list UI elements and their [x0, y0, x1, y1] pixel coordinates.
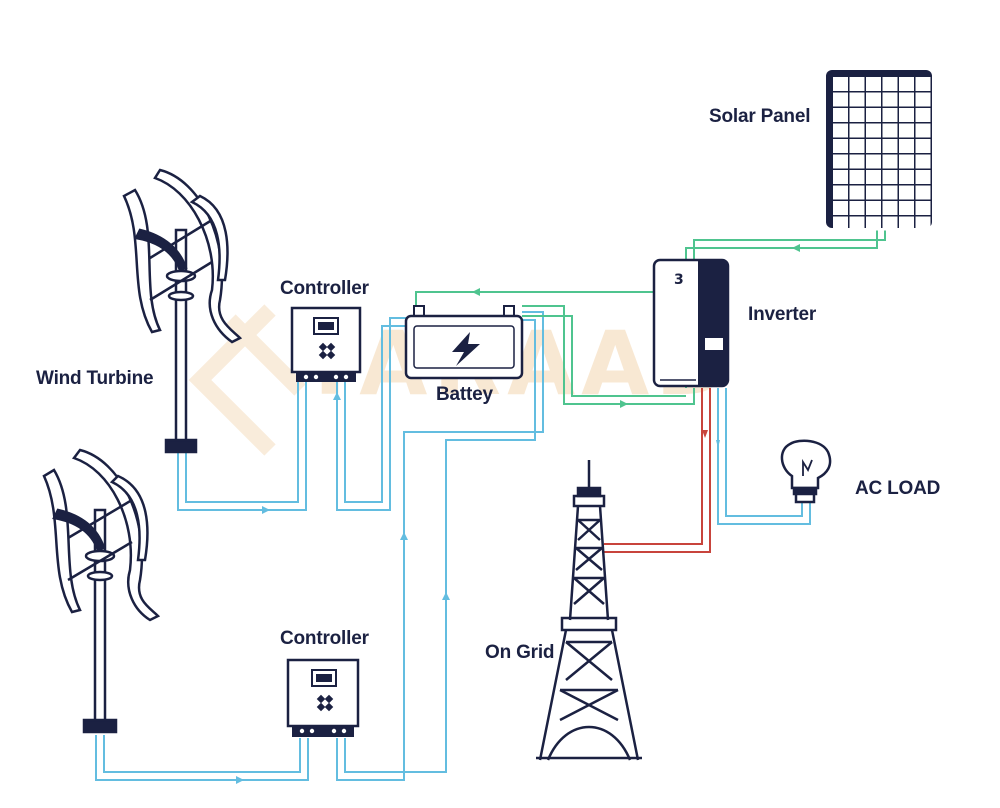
- controller-bottom-icon: [286, 658, 360, 737]
- solar-cell: [899, 139, 914, 153]
- solar-cell: [882, 123, 898, 138]
- solar-cell: [833, 92, 848, 107]
- wire-turbine1-to-controller1: [177, 382, 307, 511]
- controller-top-icon: [290, 306, 362, 382]
- solar-cell: [882, 185, 898, 200]
- solar-cell: [866, 201, 881, 215]
- solar-cell: [915, 201, 931, 215]
- solar-cell: [915, 77, 931, 91]
- label-wind-turbine: Wind Turbine: [36, 368, 154, 389]
- solar-cell: [849, 216, 865, 231]
- solar-cell: [899, 92, 914, 107]
- solar-cell: [882, 77, 898, 91]
- solar-cell: [833, 77, 848, 91]
- solar-cell: [833, 139, 848, 153]
- solar-cell: [882, 201, 898, 215]
- solar-cell: [915, 123, 931, 138]
- solar-cell: [833, 201, 848, 215]
- label-controller-top: Controller: [280, 278, 369, 299]
- wire-inverter-to-acload: [717, 388, 811, 525]
- solar-cell: [899, 154, 914, 169]
- solar-cell: [915, 108, 931, 122]
- solar-panel-icon: [826, 70, 932, 231]
- label-solar-panel: Solar Panel: [709, 106, 811, 127]
- solar-cell: [882, 108, 898, 122]
- wire-solar-to-inverter: [685, 230, 886, 262]
- watermark-logo: [188, 304, 306, 456]
- solar-cell: [866, 170, 881, 184]
- label-inverter: Inverter: [748, 304, 817, 325]
- wire-controller1-to-battery: [336, 317, 408, 511]
- solar-cell: [915, 154, 931, 169]
- label-controller-bottom: Controller: [280, 628, 369, 649]
- flow-arrows: [236, 392, 720, 784]
- solar-cell: [899, 108, 914, 122]
- label-battery: Battey: [436, 384, 493, 405]
- solar-cell: [915, 185, 931, 200]
- solar-cell: [833, 123, 848, 138]
- solar-cell: [915, 92, 931, 107]
- solar-cell: [849, 77, 865, 91]
- inverter-icon: 3: [652, 258, 730, 388]
- label-ac-load: AC LOAD: [855, 478, 941, 499]
- solar-cell: [849, 170, 865, 184]
- light-bulb-icon: [780, 439, 832, 504]
- solar-cell: [899, 201, 914, 215]
- solar-cell: [866, 154, 881, 169]
- solar-cell: [866, 77, 881, 91]
- flow-arrows-red: [702, 430, 708, 438]
- solar-cell: [833, 154, 848, 169]
- solar-cell: [866, 139, 881, 153]
- solar-cell: [833, 170, 848, 184]
- solar-cell: [849, 123, 865, 138]
- wind-turbine-bottom-icon: [42, 448, 161, 734]
- solar-cell: [915, 216, 931, 231]
- solar-cell: [849, 108, 865, 122]
- solar-cell: [833, 216, 848, 231]
- solar-cell: [849, 201, 865, 215]
- solar-cell: [899, 77, 914, 91]
- solar-cell: [866, 92, 881, 107]
- power-tower-icon: [536, 460, 642, 761]
- solar-cell: [899, 216, 914, 231]
- solar-cell: [849, 139, 865, 153]
- solar-cell: [899, 170, 914, 184]
- solar-cell: [833, 185, 848, 200]
- solar-cell: [882, 139, 898, 153]
- solar-cell: [849, 92, 865, 107]
- flow-arrows-green: [472, 244, 800, 408]
- solar-cell: [833, 108, 848, 122]
- label-on-grid: On Grid: [485, 642, 555, 663]
- solar-cell: [866, 185, 881, 200]
- solar-cell: [866, 123, 881, 138]
- wire-turbine2-to-controller2: [95, 735, 309, 781]
- solar-cell: [882, 170, 898, 184]
- solar-cell: [866, 108, 881, 122]
- solar-cell: [882, 154, 898, 169]
- solar-cell: [882, 92, 898, 107]
- svg-text:3: 3: [674, 272, 684, 288]
- wire-controller2-to-battery: [336, 311, 544, 781]
- solar-cell: [915, 170, 931, 184]
- solar-cell: [899, 123, 914, 138]
- wind-turbine-top-icon: [122, 168, 243, 454]
- battery-icon: [404, 305, 524, 380]
- solar-cell: [899, 185, 914, 200]
- solar-cell: [849, 185, 865, 200]
- solar-cell: [849, 154, 865, 169]
- wire-inverter-to-grid: [604, 388, 711, 553]
- solar-cell: [866, 216, 881, 231]
- solar-cell: [882, 216, 898, 231]
- solar-cell: [915, 139, 931, 153]
